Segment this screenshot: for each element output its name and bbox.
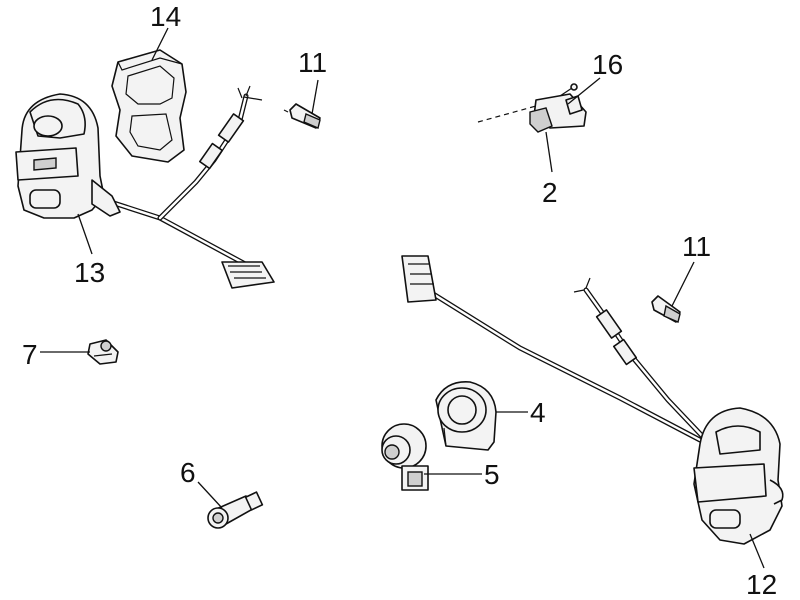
part-14-switch-cover — [111, 49, 187, 163]
label-5: 5 — [484, 459, 500, 490]
leader-13 — [77, 213, 93, 255]
leader-6 — [197, 481, 223, 509]
label-7: 7 — [22, 339, 38, 370]
part-5-ignition-lock — [381, 423, 429, 491]
leader-11-right — [671, 261, 695, 307]
label-13: 13 — [74, 257, 105, 288]
part-6-socket — [207, 491, 264, 529]
label-11-right: 11 — [682, 231, 711, 262]
part-7-clip-nut — [87, 339, 119, 365]
leader-2 — [545, 131, 553, 173]
label-6: 6 — [180, 457, 196, 488]
label-14: 14 — [150, 1, 181, 32]
label-12: 12 — [746, 569, 777, 600]
leader-11-top — [311, 79, 319, 115]
leader-14 — [151, 27, 169, 61]
part-16-2-switch-unit — [477, 83, 587, 133]
label-11-top: 11 — [298, 47, 327, 78]
label-16: 16 — [592, 49, 623, 80]
part-11-bulb-right — [651, 295, 681, 323]
label-4: 4 — [530, 397, 546, 428]
part-12-right-switch-assembly — [401, 255, 784, 545]
part-11-bulb-top — [283, 103, 321, 129]
part-13-left-switch-assembly — [15, 85, 275, 289]
label-2: 2 — [542, 177, 558, 208]
leader-12 — [749, 533, 765, 569]
part-4-ring-bezel — [435, 381, 497, 451]
leader-16 — [567, 77, 601, 105]
